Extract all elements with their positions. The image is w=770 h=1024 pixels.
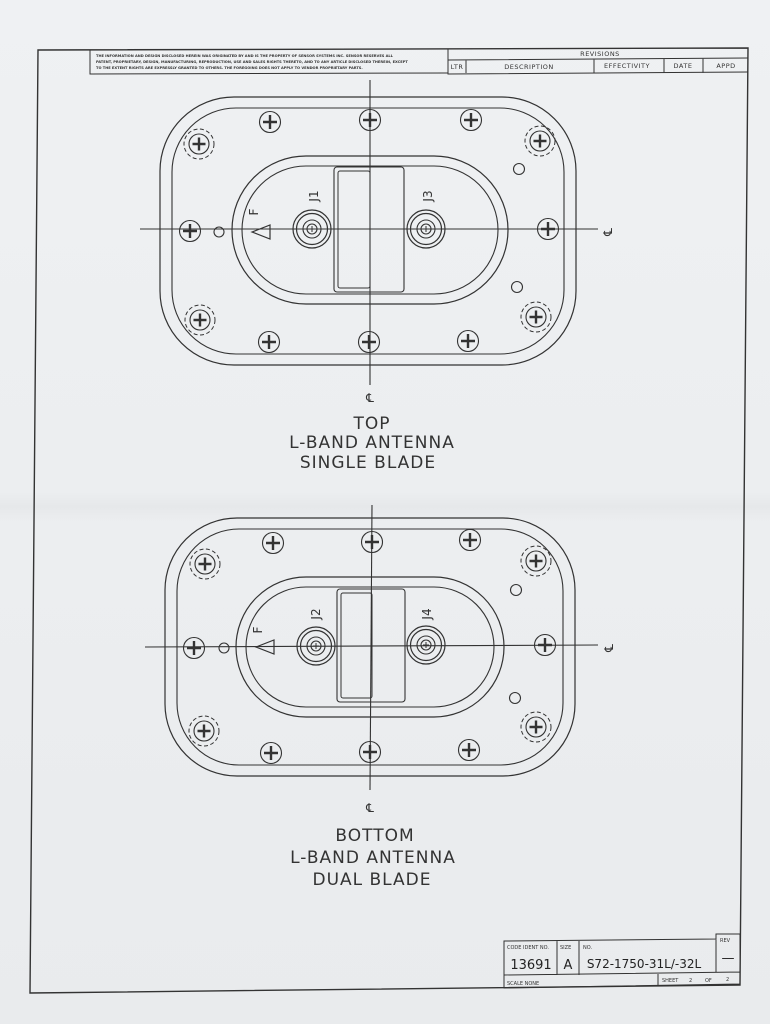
sheet-number: 2 <box>689 978 692 984</box>
bottom-antenna-view: F J2 J4 ℄ ℄ BOTTOM L-BAND ANTENNA DUAL B… <box>144 504 616 890</box>
forward-marker-label: F <box>251 626 265 633</box>
revisions-block: REVISIONS LTR DESCRIPTION EFFECTIVITY DA… <box>447 49 749 75</box>
scale-label: SCALE NONE <box>507 981 539 987</box>
notice-line: THE INFORMATION AND DESIGN DISCLOSED HER… <box>96 54 394 58</box>
screw-icon <box>178 219 202 243</box>
screw-icon <box>357 330 381 354</box>
proprietary-notice: THE INFORMATION AND DESIGN DISCLOSED HER… <box>89 50 449 75</box>
rev-value: — <box>722 951 735 966</box>
revisions-column-ltr: LTR <box>451 63 464 71</box>
forward-arrow-icon <box>254 639 275 655</box>
revisions-column-description: DESCRIPTION <box>504 63 554 71</box>
dashed-screw-icon <box>519 544 553 578</box>
sheet-label: SHEET <box>662 978 679 984</box>
sheet-total: 2 <box>726 977 729 983</box>
base-plate-outline <box>159 96 577 366</box>
screw-icon <box>459 108 483 132</box>
connector-label: J4 <box>420 608 434 620</box>
title-block: CODE IDENT NO. 13691 SIZE A NO. S72-1750… <box>503 933 741 989</box>
connector-label: J2 <box>309 608 323 620</box>
size-value: A <box>564 958 573 973</box>
centerline-symbol: ℄ <box>365 801 374 815</box>
view-title-line: TOP <box>352 414 390 434</box>
centerline-symbol: ℄ <box>365 391 374 405</box>
code-ident-label: CODE IDENT NO. <box>507 945 549 951</box>
vent-hole <box>508 691 522 705</box>
dashed-screw-icon <box>523 124 557 158</box>
screw-icon <box>458 528 482 552</box>
top-antenna-view: F J1 J3 ℄ ℄ TOP L-BAND ANTENNA SINGLE BL… <box>140 80 615 473</box>
dashed-screw-icon <box>187 714 221 748</box>
revisions-title: REVISIONS <box>580 50 620 58</box>
dashed-screw-icon <box>519 710 553 744</box>
drawing-number: S72-1750-31L/-32L <box>587 957 702 971</box>
forward-marker-label: F <box>247 208 261 215</box>
alignment-hole <box>213 226 225 238</box>
dashed-screw-icon <box>183 303 217 337</box>
connector-icon <box>406 625 446 665</box>
centerline-symbol: ℄ <box>601 228 615 237</box>
dashed-screw-icon <box>182 127 216 161</box>
revisions-column-effectivity: EFFECTIVITY <box>604 62 650 70</box>
notice-line: TO THE EXTENT RIGHTS ARE EXPRESSLY GRANT… <box>96 66 363 70</box>
radome-inner <box>245 586 495 708</box>
dashed-screw-icon <box>519 300 553 334</box>
sheet-border <box>29 47 749 994</box>
forward-arrow-icon <box>250 224 271 240</box>
radome-outer <box>235 576 505 718</box>
dashed-screw-icon <box>188 547 222 581</box>
screw-icon <box>258 110 282 134</box>
centerline-symbol: ℄ <box>602 644 616 653</box>
screw-icon <box>261 531 285 555</box>
sheet-of-label: OF <box>705 978 712 984</box>
view-title-line: L-BAND ANTENNA <box>290 848 456 868</box>
connector-label: J3 <box>421 190 435 202</box>
vent-hole <box>510 280 524 294</box>
size-label: SIZE <box>560 945 571 951</box>
vent-hole <box>509 583 523 597</box>
base-plate-inner-outline <box>171 107 565 355</box>
view-title-line: SINGLE BLADE <box>300 453 436 473</box>
revisions-column-appd: APPD <box>716 62 735 70</box>
screw-icon <box>259 741 283 765</box>
rev-label: REV <box>720 938 731 944</box>
vent-hole <box>512 162 526 176</box>
view-title-line: L-BAND ANTENNA <box>289 433 455 453</box>
number-label: NO. <box>583 945 592 951</box>
notice-line: PATENT, PROPRIETARY, DESIGN, MANUFACTURI… <box>96 60 408 64</box>
screw-icon <box>182 636 206 660</box>
connector-label: J1 <box>307 190 321 202</box>
alignment-hole <box>218 642 230 654</box>
code-ident-value: 13691 <box>510 958 551 973</box>
screw-icon <box>257 330 281 354</box>
revisions-column-date: DATE <box>674 62 693 70</box>
view-title-line: DUAL BLADE <box>312 870 431 890</box>
screw-icon <box>456 329 480 353</box>
screw-icon <box>457 738 481 762</box>
view-title-line: BOTTOM <box>335 826 414 846</box>
